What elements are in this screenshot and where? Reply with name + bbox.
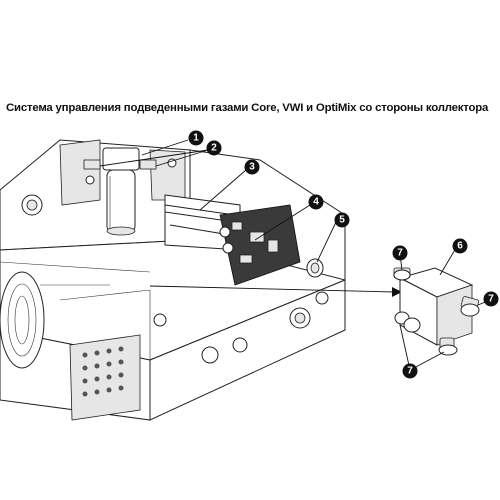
callout-label: 3 — [249, 162, 255, 173]
callout-label: 1 — [193, 133, 199, 144]
leader-lines — [99, 139, 491, 371]
callout-7-top: 7 — [392, 245, 408, 261]
callout-label: 2 — [211, 143, 217, 154]
figure-title: Система управления подведенными газами C… — [6, 102, 489, 114]
callout-6: 6 — [452, 238, 468, 254]
machine-chassis — [0, 139, 346, 421]
callout-7-right: 7 — [483, 291, 499, 307]
callout-5: 5 — [334, 212, 350, 228]
callout-4: 4 — [308, 194, 324, 210]
callout-label: 7 — [488, 294, 494, 305]
callout-7-bottom: 7 — [402, 363, 418, 379]
callout-1: 1 — [188, 130, 204, 146]
callout-label: 6 — [457, 241, 463, 252]
callout-3: 3 — [244, 159, 260, 175]
callout-label: 4 — [313, 197, 319, 208]
manifold-block — [393, 267, 480, 356]
connection-arrow — [149, 285, 402, 297]
callout-2: 2 — [206, 140, 222, 156]
callout-label: 5 — [339, 215, 345, 226]
callout-label: 7 — [407, 366, 413, 377]
callout-label: 7 — [397, 248, 403, 259]
